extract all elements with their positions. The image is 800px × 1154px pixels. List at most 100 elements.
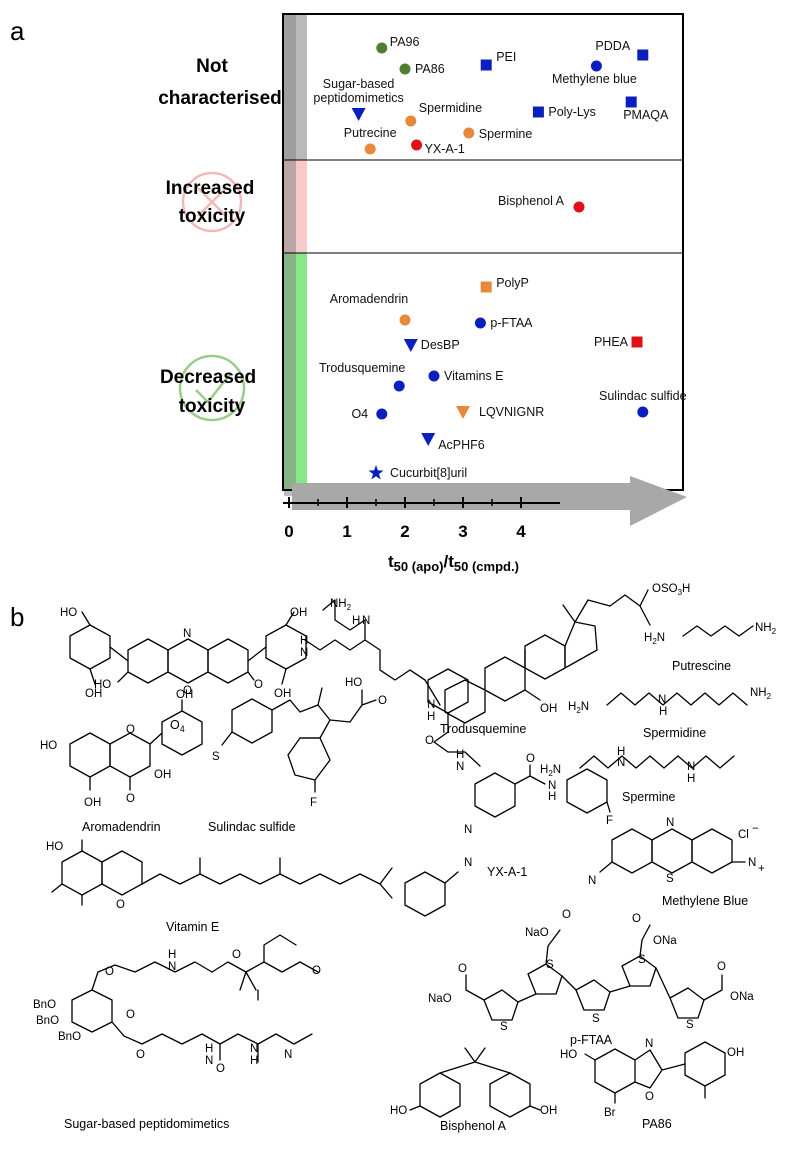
atom-n: N [687, 761, 695, 773]
name-sulindac: Sulindac sulfide [208, 820, 296, 834]
atom-n: N [362, 615, 370, 627]
atom-s: S [546, 959, 554, 971]
point-pa96 [376, 42, 388, 54]
atom-n: N [183, 628, 191, 640]
atom-o: O [562, 909, 571, 921]
name-trodusquemine: Trodusquemine [440, 722, 526, 736]
atom-oh: OH [176, 689, 193, 701]
atom-o: O [526, 753, 535, 765]
atom-oh: OH [154, 769, 171, 781]
point-o4 [376, 408, 388, 420]
point-phea [631, 336, 643, 348]
atom-o: O [126, 793, 135, 805]
atom-f: F [310, 797, 317, 809]
atom-n: N [464, 857, 472, 869]
point-poly-lys [532, 106, 544, 118]
point-bisphenol-a [573, 201, 585, 213]
increased-cross-icon [181, 171, 243, 233]
point-trodusquemine [393, 380, 405, 392]
structure-sulindac: S HO O F Sulindac sulfide [208, 677, 387, 834]
label-phea: PHEA [594, 335, 629, 349]
x-tick-label-1: 1 [342, 522, 351, 541]
atom-oh: OH [274, 688, 291, 700]
x-axis-label: t50 (apo)/t50 (cmpd.) [388, 552, 519, 574]
atom-oh: OH [727, 1047, 744, 1059]
atom-nh2: NH2 [330, 598, 352, 612]
atom-oh: OH [290, 607, 307, 619]
atom-f: F [606, 815, 613, 827]
structure-trodusquemine: NH2 H N H N N H OH OSO3H Trodusquemine [300, 583, 690, 736]
point-lqvnignr [456, 406, 470, 419]
atom-h2n: H2N [540, 764, 561, 778]
point-pmaqa [625, 96, 637, 108]
cat-decreased-line2: toxicity [179, 396, 246, 417]
atom-oh: OH [84, 797, 101, 809]
x-tick-label-3: 3 [458, 522, 467, 541]
atom-nh2: NH2 [750, 687, 772, 701]
label-cucurbit-8-uril: Cucurbit[8]uril [390, 466, 467, 480]
point-spermidine [405, 115, 417, 127]
name-aromadendrin: Aromadendrin [82, 820, 161, 834]
cat-increased-line2: toxicity [179, 206, 246, 227]
point-cucurbit-8-uril [368, 465, 384, 480]
label-poly-lys: Poly-Lys [548, 105, 595, 119]
name-yxa1: YX-A-1 [487, 865, 527, 879]
atom-nao: NaO [428, 993, 452, 1005]
name-pa86: PA86 [642, 1117, 672, 1131]
point-p-ftaa [474, 317, 486, 329]
label-desbp: DesBP [421, 338, 460, 352]
atom-n: N [645, 1038, 653, 1050]
name-bisphenol: Bisphenol A [440, 1119, 507, 1133]
point-pdda [637, 49, 649, 61]
label-polyp: PolyP [496, 276, 529, 290]
point-spermine [463, 127, 475, 139]
cat-not-line2: characterised [158, 88, 282, 109]
point-methylene-blue [590, 60, 602, 72]
label-putrecine: Putrecine [344, 126, 397, 140]
atom-n: N [658, 694, 666, 706]
atom-ona: ONa [730, 991, 754, 1003]
label-sugar-based-line2: peptidomimetics [313, 91, 403, 105]
atom-n: N [456, 761, 464, 773]
atom-oso3h: OSO3H [652, 583, 690, 597]
atom-o: O [136, 1049, 145, 1061]
point-polyp [480, 281, 492, 293]
atom-ho: HO [40, 740, 57, 752]
atom-o: O [232, 949, 241, 961]
atom-h: H [250, 1055, 258, 1067]
atom-oh: OH [85, 688, 102, 700]
structure-aromadendrin: HO OH O OH O OH Aromadendrin [40, 689, 203, 834]
name-sugar: Sugar-based peptidomimetics [64, 1117, 229, 1131]
atom-n: N [284, 1049, 292, 1061]
point-putrecine [364, 143, 376, 155]
atom-h: H [205, 1043, 213, 1055]
point-sulindac-sulfide [637, 406, 649, 418]
atom-n: N [168, 961, 176, 973]
atom-o: O [717, 961, 726, 973]
label-yx-a-1: YX-A-1 [425, 142, 465, 156]
atom-s: S [666, 873, 674, 885]
atom-cl: Cl [738, 829, 749, 841]
atom-o: O [645, 1091, 654, 1103]
atom-h: H [617, 746, 625, 758]
point-acphf6 [421, 433, 436, 446]
atom-o: O [458, 963, 467, 975]
point-pa86 [399, 63, 411, 75]
cat-decreased-line1: Decreased [160, 367, 256, 388]
label-sugar-based-line1: Sugar-based [323, 77, 395, 91]
label-sulindac-sulfide: Sulindac sulfide [599, 389, 687, 403]
label-vitamins-e: Vitamins E [444, 369, 504, 383]
label-spermine: Spermine [479, 127, 533, 141]
structure-spermidine: H2N N H NH2 Spermidine [568, 687, 772, 740]
atom-h: H [168, 949, 176, 961]
label-bisphenol-a: Bisphenol A [498, 194, 565, 208]
structure-bisphenol: HO OH Bisphenol A [390, 1047, 557, 1133]
label-pmaqa: PMAQA [623, 108, 669, 122]
atom-ona: ONa [653, 935, 677, 947]
atom-o: O [216, 1063, 225, 1075]
atom-plus: + [758, 863, 765, 875]
atom-ho: HO [345, 677, 362, 689]
x-tick-label-0: 0 [284, 522, 293, 541]
structure-yxa1: O H N O N H F N N YX-A-1 [404, 668, 613, 917]
